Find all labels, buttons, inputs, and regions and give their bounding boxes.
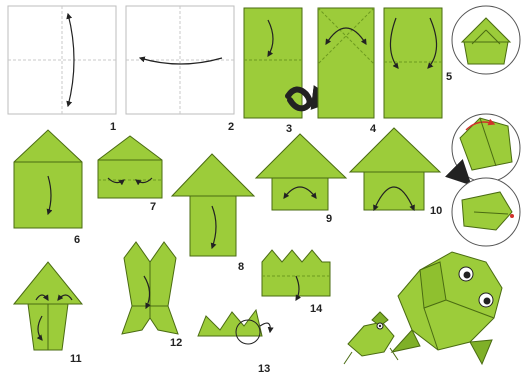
step-number-6: 6 (74, 234, 80, 246)
step-number-13: 13 (258, 363, 270, 375)
inset-circle-fold-leg (452, 178, 520, 246)
step-number-4: 4 (370, 123, 377, 135)
inset-circle-waterbomb (452, 6, 520, 74)
step-number-8: 8 (238, 261, 244, 273)
step-10-diagram (350, 128, 440, 210)
step-7-diagram (98, 136, 162, 198)
step-number-9: 9 (326, 213, 332, 225)
step-14-diagram (262, 250, 330, 300)
step-6-diagram (14, 130, 82, 228)
step-number-11: 11 (70, 353, 82, 365)
step-1-diagram (8, 6, 116, 114)
step-number-12: 12 (170, 337, 182, 349)
step-number-7: 7 (150, 201, 156, 213)
step-12-diagram (122, 242, 178, 334)
step-8-diagram (172, 154, 254, 256)
step-number-14: 14 (310, 303, 323, 315)
step-13-diagram (198, 310, 270, 344)
step-number-5: 5 (446, 71, 452, 83)
inset-circle-fold-corner (452, 114, 520, 182)
finished-frog-small (344, 312, 398, 364)
step-11-diagram (14, 262, 82, 350)
finished-frog-large (392, 252, 502, 364)
step-number-1: 1 (110, 121, 116, 133)
step-number-10: 10 (430, 205, 442, 217)
step-4-diagram (318, 8, 374, 118)
step-number-2: 2 (228, 121, 234, 133)
step-5-diagram (384, 8, 442, 118)
step-2-diagram (126, 6, 234, 114)
step-9-diagram (256, 134, 346, 210)
step-number-3: 3 (286, 123, 292, 135)
